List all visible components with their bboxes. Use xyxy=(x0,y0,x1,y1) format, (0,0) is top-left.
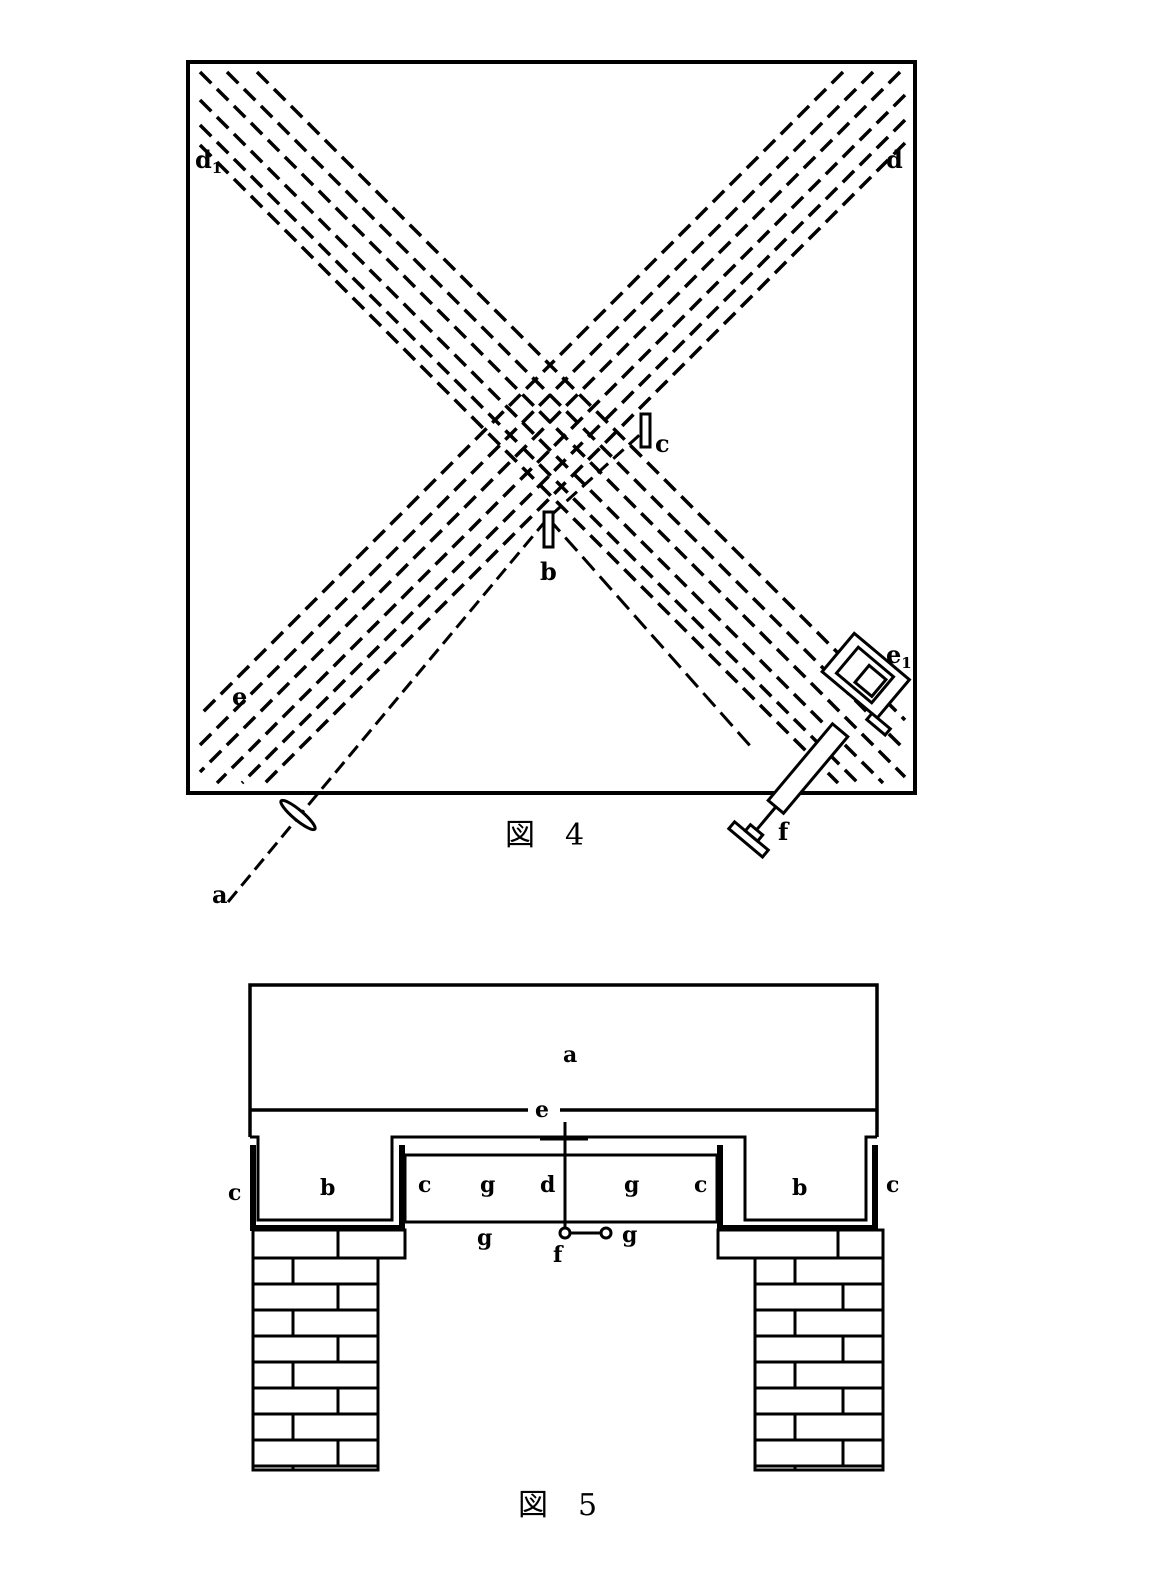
label-c-inner-right: c xyxy=(694,1172,707,1198)
brick xyxy=(753,1438,845,1468)
label-b-left: b xyxy=(320,1175,335,1201)
label-f: f xyxy=(553,1242,564,1268)
label-e: e xyxy=(535,1097,549,1123)
brick xyxy=(251,1256,295,1286)
beam-line-d1 xyxy=(255,70,907,722)
brick xyxy=(753,1308,797,1338)
valve-f-circle xyxy=(558,1226,572,1240)
figure-5-labels: a e b b c c c c g g d g g f 図 5 xyxy=(228,1042,899,1523)
brick xyxy=(753,1464,797,1472)
brick xyxy=(251,1386,340,1416)
brick xyxy=(291,1360,380,1390)
brick xyxy=(251,1438,340,1468)
label-e: e xyxy=(232,682,247,711)
beam-line-d xyxy=(215,93,907,785)
chamber-frame xyxy=(186,60,917,795)
brick xyxy=(753,1360,797,1390)
brick xyxy=(793,1360,885,1390)
label-b-right: b xyxy=(792,1175,807,1201)
brick xyxy=(291,1256,380,1286)
brick xyxy=(841,1334,885,1364)
label-a: a xyxy=(212,880,228,909)
brick xyxy=(753,1334,845,1364)
label-c: c xyxy=(655,429,670,458)
brick xyxy=(841,1282,885,1312)
beam-line-d xyxy=(198,70,875,747)
brick xyxy=(251,1308,295,1338)
lens xyxy=(279,798,317,832)
chamber-g xyxy=(403,1153,719,1224)
brick xyxy=(753,1412,797,1442)
brick xyxy=(336,1228,407,1260)
brick xyxy=(793,1256,885,1286)
brick xyxy=(716,1228,840,1260)
label-a: a xyxy=(563,1042,577,1068)
label-g-bottom: g xyxy=(477,1225,492,1251)
label-d: d xyxy=(886,145,903,174)
beam-line-d1 xyxy=(198,143,840,785)
heater-c-left xyxy=(250,1145,405,1231)
figure-4-caption: 図 4 xyxy=(505,818,584,853)
brick xyxy=(793,1308,885,1338)
label-d: d xyxy=(540,1172,555,1198)
brick xyxy=(753,1256,797,1286)
valve-g-circle xyxy=(599,1226,613,1240)
beam-line-d1 xyxy=(198,98,885,785)
brick xyxy=(753,1282,845,1312)
beam-line-d1 xyxy=(198,123,860,785)
brick xyxy=(336,1282,380,1312)
light-source-f xyxy=(726,721,850,860)
figure-4: d1 d c b e1 e f a 図 4 xyxy=(186,60,917,909)
label-f: f xyxy=(778,817,790,846)
brick xyxy=(251,1412,295,1442)
label-c-outer-right: c xyxy=(886,1172,899,1198)
beam-line-d1 xyxy=(198,70,907,779)
upper-chamber-a xyxy=(248,983,879,1137)
label-c-outer-left: c xyxy=(228,1180,241,1206)
brick xyxy=(793,1464,885,1472)
brick xyxy=(251,1360,295,1390)
brick xyxy=(251,1228,340,1260)
label-b: b xyxy=(540,557,557,586)
brick-pillars xyxy=(251,1228,885,1472)
ray-b-to-f xyxy=(546,517,754,749)
brick xyxy=(291,1412,380,1442)
label-c-inner-left: c xyxy=(418,1172,431,1198)
mirror-b xyxy=(542,510,555,549)
brick xyxy=(836,1228,885,1260)
beam-line-d xyxy=(198,70,845,717)
beam-line-d xyxy=(263,141,907,785)
beam-line-d xyxy=(240,118,907,785)
label-d1: d1 xyxy=(195,145,222,177)
figure-5 xyxy=(248,983,885,1472)
label-g-right: g xyxy=(624,1172,639,1198)
detector-e1 xyxy=(820,631,912,738)
brick xyxy=(841,1438,885,1468)
brick xyxy=(841,1386,885,1416)
dashed-beam-bands xyxy=(198,70,907,785)
brick xyxy=(336,1334,380,1364)
brick xyxy=(793,1412,885,1442)
label-e1: e1 xyxy=(886,640,912,672)
brick xyxy=(336,1438,380,1468)
brick xyxy=(753,1386,845,1416)
brick xyxy=(251,1282,340,1312)
figure-5-caption: 図 5 xyxy=(518,1488,597,1523)
brick xyxy=(251,1334,340,1364)
mirror-c xyxy=(639,412,652,449)
brick xyxy=(251,1464,295,1472)
label-g-left: g xyxy=(480,1172,495,1198)
label-g-valve: g xyxy=(622,1222,637,1248)
heater-c-right xyxy=(717,1145,878,1231)
incoming-ray-a xyxy=(226,428,647,903)
beam-line-d1 xyxy=(225,70,907,752)
brick xyxy=(291,1308,380,1338)
brick xyxy=(336,1386,380,1416)
brick xyxy=(291,1464,380,1472)
beam-line-d xyxy=(198,70,902,774)
